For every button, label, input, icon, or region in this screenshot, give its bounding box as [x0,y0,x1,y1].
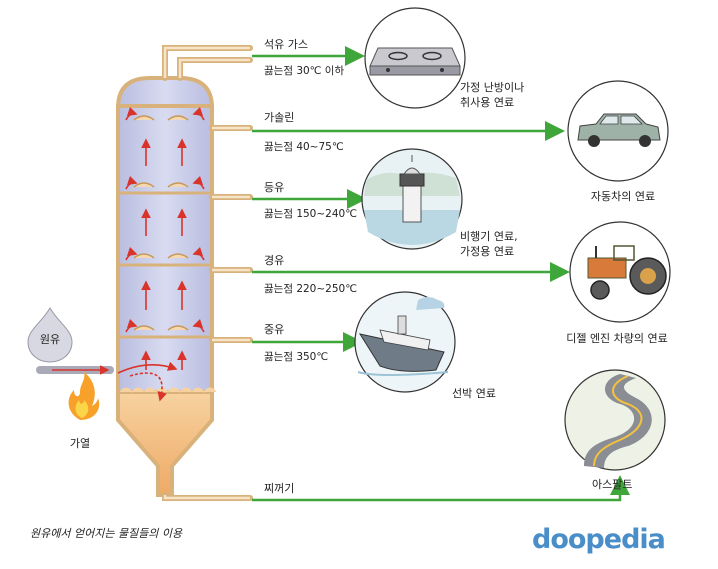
output-arrows [252,46,630,502]
crude-oil-label: 원유 [40,333,60,346]
crude-oil-drop: 원유 [27,306,73,363]
fraction-boiling: 끓는점 30℃ 이하 [264,64,344,77]
figure-caption: 원유에서 얻어지는 물질들의 이용 [30,527,183,540]
fraction-name: 찌꺼기 [264,482,294,495]
fraction-name: 석유 가스 [264,38,308,51]
use-label: 디젤 엔진 차량의 연료 [566,332,668,345]
use-label: 비행기 연료, [460,230,518,243]
car-icon [567,80,669,182]
fraction-labels: 석유 가스 끓는점 30℃ 이하 가솔린 끓는점 40~75℃ 등유 끓는점 1… [264,38,357,495]
road-icon [564,369,666,471]
brand-logo: doopedia [532,524,666,555]
vapor-flow-arrows [117,106,205,402]
fraction-name: 등유 [264,181,284,194]
bubble-caps [133,115,189,331]
fraction-name: 가솔린 [264,111,294,124]
heating-label: 가열 [70,437,90,450]
use-label: 취사용 연료 [460,96,514,109]
tractor-icon [569,221,671,323]
fraction-boiling: 끓는점 150~240℃ [264,208,357,220]
use-label: 가정 난방이나 [460,81,524,94]
airport-tower-icon [361,148,463,250]
fraction-boiling: 끓는점 350℃ [264,351,328,363]
ship-icon [354,291,456,393]
gas-stove-icon [364,7,466,109]
distillation-column [115,76,217,497]
use-label: 선박 연료 [452,387,496,400]
fraction-boiling: 끓는점 220~250℃ [264,283,357,295]
fraction-boiling: 끓는점 40~75℃ [264,141,344,153]
fraction-name: 경유 [264,254,284,267]
flame-icon [68,372,100,420]
use-label: 아스팔트 [592,478,632,491]
use-label: 가정용 연료 [460,245,514,258]
use-label: 자동차의 연료 [591,190,655,203]
fraction-name: 중유 [264,323,284,336]
